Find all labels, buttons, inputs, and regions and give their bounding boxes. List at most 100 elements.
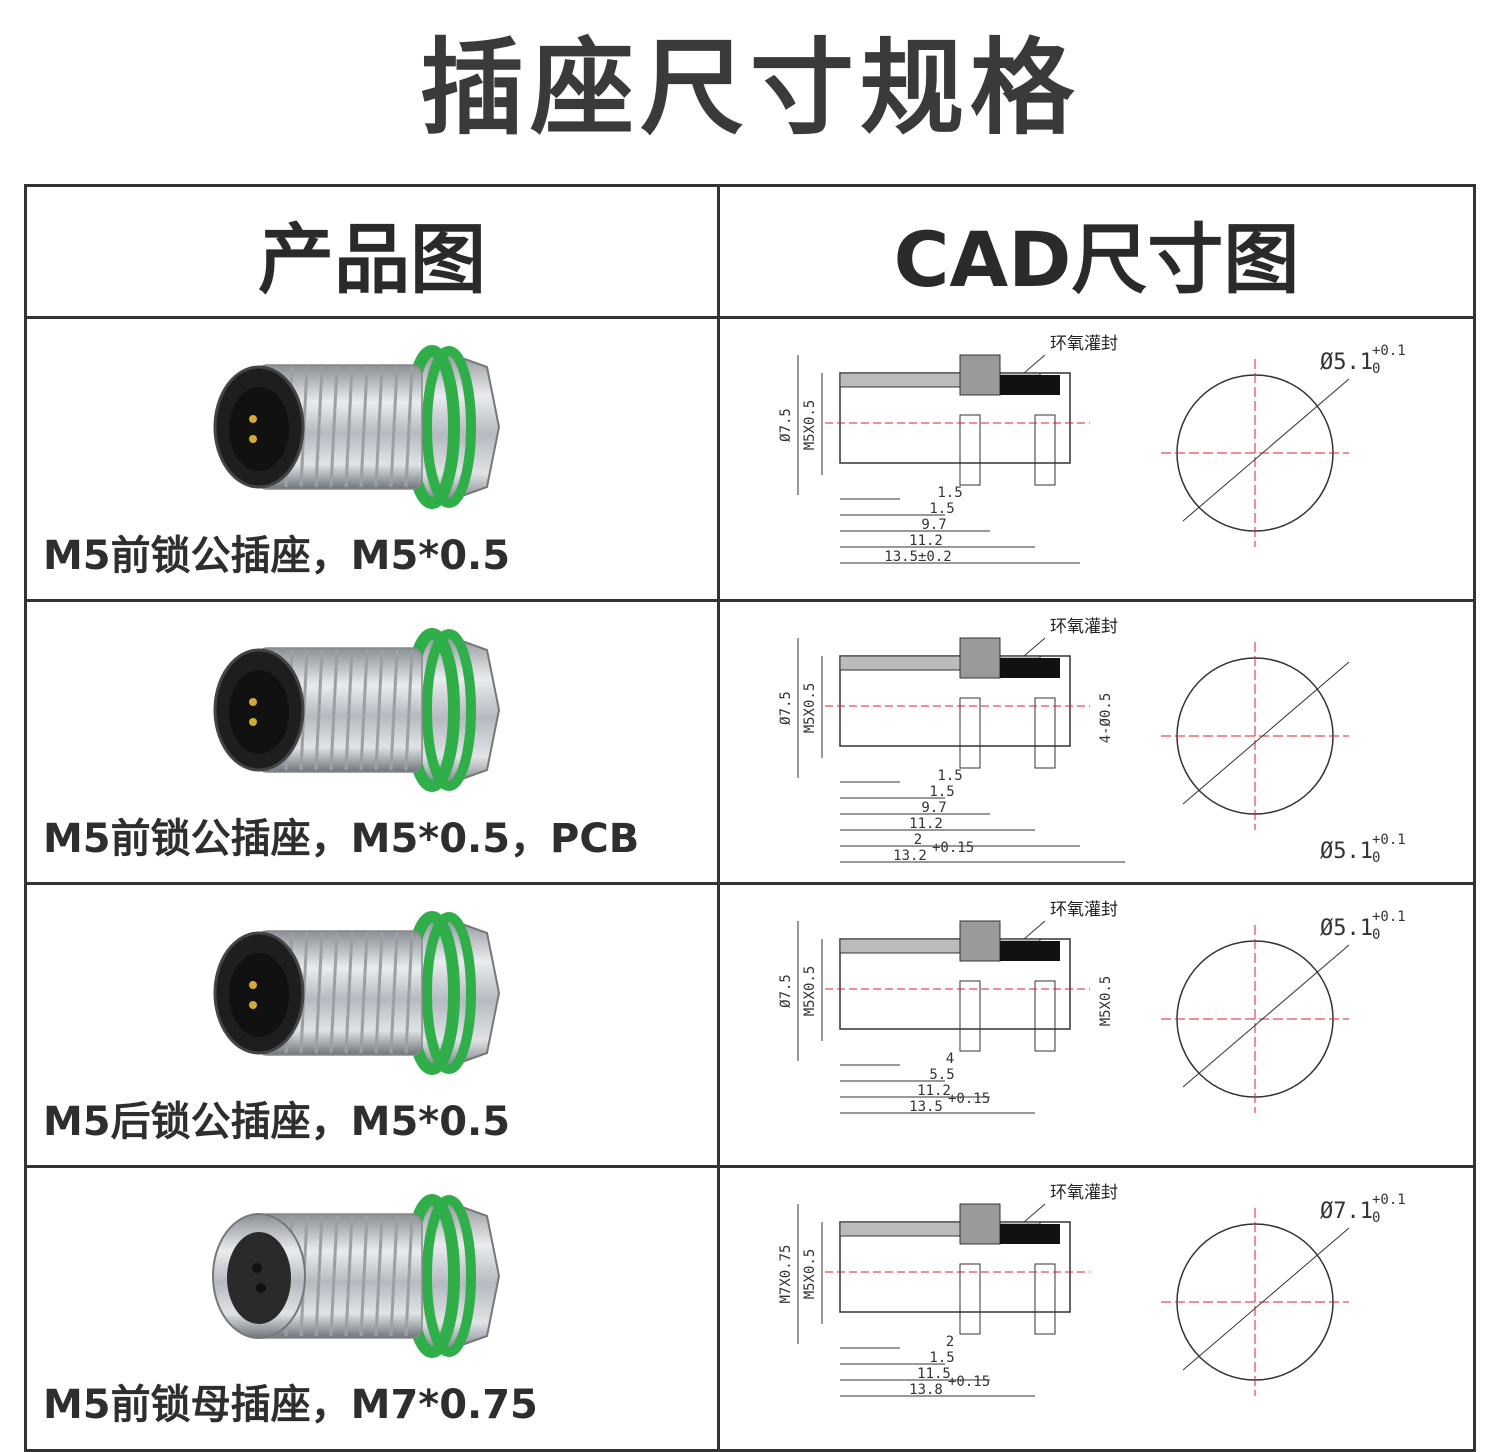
thread-groove — [374, 1215, 384, 1337]
dim-value: 1.5 — [929, 784, 954, 800]
connector-image — [213, 628, 501, 792]
thread-groove — [404, 366, 414, 488]
dim-value: 13.5±0.2 — [884, 549, 951, 565]
pin-insert — [229, 387, 289, 471]
dim-value: 13.5 — [909, 1099, 943, 1115]
green-o-ring — [422, 346, 476, 508]
outer-dia-label: Ø7.5 — [778, 408, 794, 442]
hole-tolerance-low: 0 — [1372, 1210, 1380, 1226]
thread-groove — [329, 649, 339, 771]
product-caption: M5前锁公插座，M5*0.5 — [43, 533, 511, 579]
connector-image — [213, 345, 501, 509]
flange — [959, 1203, 1001, 1245]
dim-value: 1.5 — [929, 1350, 954, 1366]
green-o-ring — [422, 1195, 476, 1357]
socket-insert — [227, 1232, 291, 1324]
dim-value: 2 — [946, 1334, 954, 1350]
gold-pin — [249, 698, 257, 706]
gold-pin — [249, 1001, 257, 1009]
thread-groove — [344, 366, 354, 488]
gold-pin — [249, 435, 257, 443]
flange — [959, 354, 1001, 396]
outer-dia-label: Ø7.5 — [778, 691, 794, 725]
thread-groove — [344, 1215, 354, 1337]
gold-pin — [249, 981, 257, 989]
column-divider — [717, 187, 720, 1449]
hole-tolerance: +0.1 — [1372, 832, 1406, 848]
thread-groove — [374, 649, 384, 771]
epoxy-label: 环氧灌封 — [1050, 334, 1118, 354]
dim-value: 1.5 — [929, 501, 954, 517]
dim-value: 11.2 — [917, 1083, 951, 1099]
diameter-leader — [1182, 378, 1350, 522]
thread-groove — [359, 366, 369, 488]
connector-image — [213, 911, 501, 1075]
thread-groove — [314, 366, 324, 488]
dim-value: 2 — [914, 832, 922, 848]
hole-dia-label: Ø7.1 — [1320, 1199, 1373, 1224]
thread-groove — [344, 649, 354, 771]
epoxy-label: 环氧灌封 — [1050, 1183, 1118, 1203]
connector-image — [212, 1194, 501, 1358]
dim-value: 13.8 — [909, 1382, 943, 1398]
pin-left — [959, 414, 981, 486]
dim-value: 9.7 — [921, 517, 946, 533]
dim-value: 4 — [946, 1051, 954, 1067]
gold-pin — [249, 415, 257, 423]
thread-groove — [389, 1215, 399, 1337]
thread-label: M5X0.5 — [802, 1249, 818, 1300]
thread-groove — [389, 932, 399, 1054]
thread-groove — [329, 366, 339, 488]
dim-value: 5.5 — [929, 1067, 954, 1083]
row-divider — [27, 599, 1473, 602]
thread-groove — [314, 1215, 324, 1337]
epoxy-label: 环氧灌封 — [1050, 900, 1118, 920]
dim-tolerance: +0.15 — [948, 1374, 990, 1390]
hole-dia-label: Ø5.1 — [1320, 916, 1373, 941]
outer-dia-label: M7X0.75 — [778, 1244, 794, 1303]
thread-groove — [359, 649, 369, 771]
dim-value: 1.5 — [937, 768, 962, 784]
diameter-leader — [1182, 661, 1350, 805]
thread-groove — [389, 649, 399, 771]
thread-groove — [374, 366, 384, 488]
pin-right — [1034, 414, 1056, 486]
product-cell: M5前锁公插座，M5*0.5，PCB — [27, 602, 717, 882]
thread-groove — [344, 932, 354, 1054]
thread-label: M5X0.5 — [802, 400, 818, 451]
pin-dia-label: 4-Ø0.5 — [1098, 693, 1114, 744]
hole-tolerance: +0.1 — [1372, 909, 1406, 925]
pin-right — [1034, 1263, 1056, 1335]
hole-tolerance-low: 0 — [1372, 361, 1380, 377]
pin-right — [1034, 697, 1056, 769]
row-divider — [27, 1165, 1473, 1168]
product-cell: M5前锁母插座，M7*0.75 — [27, 1168, 717, 1448]
thread-groove — [404, 649, 414, 771]
epoxy-fill — [1000, 375, 1060, 395]
page-title: 插座尺寸规格 — [419, 27, 1080, 149]
flange — [959, 920, 1001, 962]
hole-tolerance: +0.1 — [1372, 1192, 1406, 1208]
thread-label: M5X0.5 — [802, 683, 818, 734]
dim-tolerance: +0.15 — [932, 840, 974, 856]
socket-hole — [252, 1263, 262, 1273]
dim-value: 13.2 — [893, 848, 927, 864]
pin-insert — [229, 670, 289, 754]
thread-groove — [314, 932, 324, 1054]
hole-dia-label: Ø5.1 — [1320, 350, 1373, 375]
thread-groove — [374, 932, 384, 1054]
product-cell: M5后锁公插座，M5*0.5 — [27, 885, 717, 1165]
product-caption: M5后锁公插座，M5*0.5 — [43, 1099, 511, 1145]
thread-groove — [404, 1215, 414, 1337]
thread-groove — [389, 366, 399, 488]
epoxy-fill — [1000, 658, 1060, 678]
